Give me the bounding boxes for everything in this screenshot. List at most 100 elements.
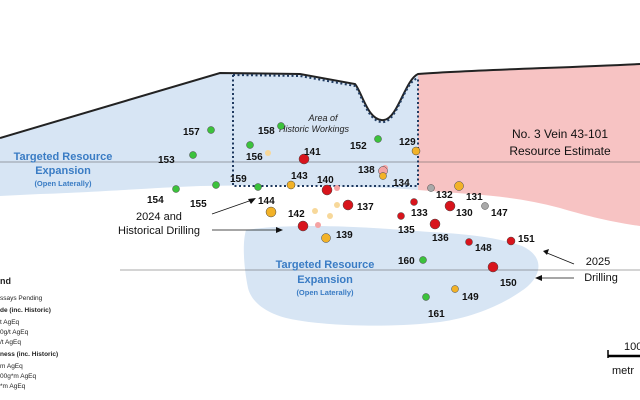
drill-hole-148-label: 148 [475,243,492,254]
drill-hole-130-marker [444,200,456,212]
drill-hole-150-marker [487,261,499,273]
drill-hole-153-label: 153 [158,155,175,166]
drill-hole-136-marker [429,218,441,230]
drill-hole-144-marker [265,206,277,218]
callout-arrow-2024-b [212,227,283,233]
drill-hole-147-marker [481,202,489,210]
drill-hole-155-label: 155 [190,199,207,210]
drill-hole-141-marker [298,153,310,165]
drill-hole-159-marker [254,183,262,191]
target-left-label-1: Targeted Resource [14,151,113,163]
drill-hole-158-label: 158 [258,126,275,137]
drill-hole-134-label: 134 [393,178,410,189]
legend-grade-heading: de (inc. Historic) [0,307,51,314]
drill-hole-138-label: 138 [358,165,375,176]
legend-grade-row: t AgEq [0,319,20,326]
drill-hole-132-label: 132 [436,190,453,201]
drill-hole-142-label: 142 [288,209,305,220]
drill-hole-149-label: 149 [462,292,479,303]
drill-hole-143-marker [286,180,296,190]
drill-hole-157-marker [207,126,215,134]
drill-hole-153-marker [189,151,197,159]
drill-hole-152-label: 152 [350,141,367,152]
historic-workings-top [232,74,419,123]
drill-hole-131-marker [454,181,464,191]
legend-pending: ssays Pending [0,295,43,302]
target-bottom-label-2: Expansion [297,274,353,286]
target-left-label-3: (Open Laterally) [34,179,92,188]
drill-hole-161-marker [422,293,430,301]
drill-hole-154-label: 154 [147,195,164,206]
drilling-2025-label-2: Drilling [584,272,618,284]
area-historic-label-2: Historic Workings [279,124,350,134]
drill-hole-148-marker [465,238,473,246]
drill-hole-152-marker [374,135,382,143]
resource-estimate-label-2: Resource Estimate [509,144,611,158]
scale-value: 100 [624,341,640,353]
legend-title: nd [0,276,11,286]
drill-hole-158-marker [277,122,285,130]
drill-hole-140-label: 140 [317,175,334,186]
drilling-2024-label-1: 2024 and [136,211,182,223]
legend-grade-row: 0g/t AgEq [0,329,29,336]
drill-hole-139-marker [321,233,331,243]
target-left-label-2: Expansion [35,165,91,177]
drill-hole-139-label: 139 [336,230,353,241]
drill-hole-141-label: 141 [304,147,321,158]
scale-unit: metr [612,365,634,377]
drill-hole-147-label: 147 [491,208,508,219]
drill-hole-161-label: 161 [428,309,445,320]
callout-arrow-2025-b [535,275,574,281]
drill-hole-149-marker [451,285,459,293]
drill-hole-144-label: 144 [258,196,275,207]
drill-hole-130-label: 130 [456,208,473,219]
drill-hole-133-label: 133 [411,208,428,219]
drill-hole-129-label: 129 [399,137,416,148]
drill-hole-140-marker [321,184,333,196]
drill-hole-137-marker [342,199,354,211]
drill-hole-136-label: 136 [432,233,449,244]
drill-hole-154-marker [172,185,180,193]
drill-hole-135-label: 135 [398,225,415,236]
drill-hole-150-label: 150 [500,278,517,289]
legend-thickness-row: 00g*m AgEq [0,373,37,380]
area-historic-label-1: Area of [307,113,339,123]
drill-hole-133-marker [410,198,418,206]
drill-hole-160-marker [419,256,427,264]
topography-line [0,63,640,139]
drilling-2024-label-2: Historical Drilling [118,225,200,237]
resource-estimate-label-1: No. 3 Vein 43-101 [512,127,608,141]
drill-hole-155-marker [212,181,220,189]
drill-hole-135-marker [397,212,405,220]
target-bottom-label-1: Targeted Resource [276,259,375,271]
target-zone-left [0,73,418,196]
drill-hole-131-label: 131 [466,192,483,203]
legend-thickness-row: m AgEq [0,363,23,370]
drill-hole-137-label: 137 [357,202,374,213]
drill-hole-143-label: 143 [291,171,308,182]
callout-arrow-2024-a [211,198,256,215]
target-zone-bottom [243,226,539,326]
resource-estimate-zone [418,64,640,226]
drill-hole-132-marker [427,184,435,192]
drill-hole-151-marker [506,236,516,246]
drill-hole-156-label: 156 [246,152,263,163]
drill-hole-157-label: 157 [183,127,200,138]
drill-hole-142-marker [297,220,309,232]
legend-thickness-heading: ness (inc. Historic) [0,351,59,358]
callout-arrow-2025-a [543,249,575,265]
drill-hole-129-marker [411,146,421,156]
drill-hole-151-label: 151 [518,234,535,245]
drill-hole-159-label: 159 [230,174,247,185]
legend-grade-row: /t AgEq [0,339,21,346]
drill-hole-160-label: 160 [398,256,415,267]
drill-holes: 157 158 153 156 141 152 129 138 134 154 155 159 143 1… [147,122,535,320]
drill-hole-156-marker [246,141,254,149]
drill-hole-134-marker [379,172,387,180]
scale-bar [607,350,640,358]
target-bottom-label-3: (Open Laterally) [296,288,354,297]
drilling-2025-label-1: 2025 [586,256,610,268]
legend-thickness-row: *m AgEq [0,383,26,390]
